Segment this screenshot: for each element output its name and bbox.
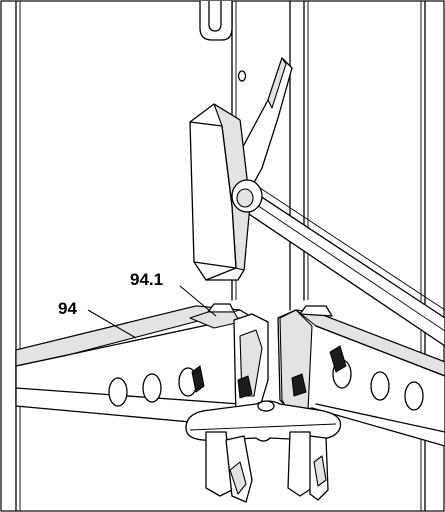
beam-hole [370,371,390,401]
mallet-head [189,57,293,281]
callout-94-1: 94.1 [130,270,163,289]
beam-left [15,305,251,427]
beam-hole [142,373,162,403]
leader-94 [87,309,137,339]
leader-94-1 [179,285,217,317]
clamp-legs [205,431,329,503]
beam-hole [108,377,128,407]
leader-lines [87,285,217,339]
beam-connector-left [189,303,269,421]
callout-94: 94 [58,299,77,318]
beam-hole [404,381,424,411]
bolt-hole [257,400,275,412]
beam-right [277,305,445,447]
upright-slot [199,0,247,82]
